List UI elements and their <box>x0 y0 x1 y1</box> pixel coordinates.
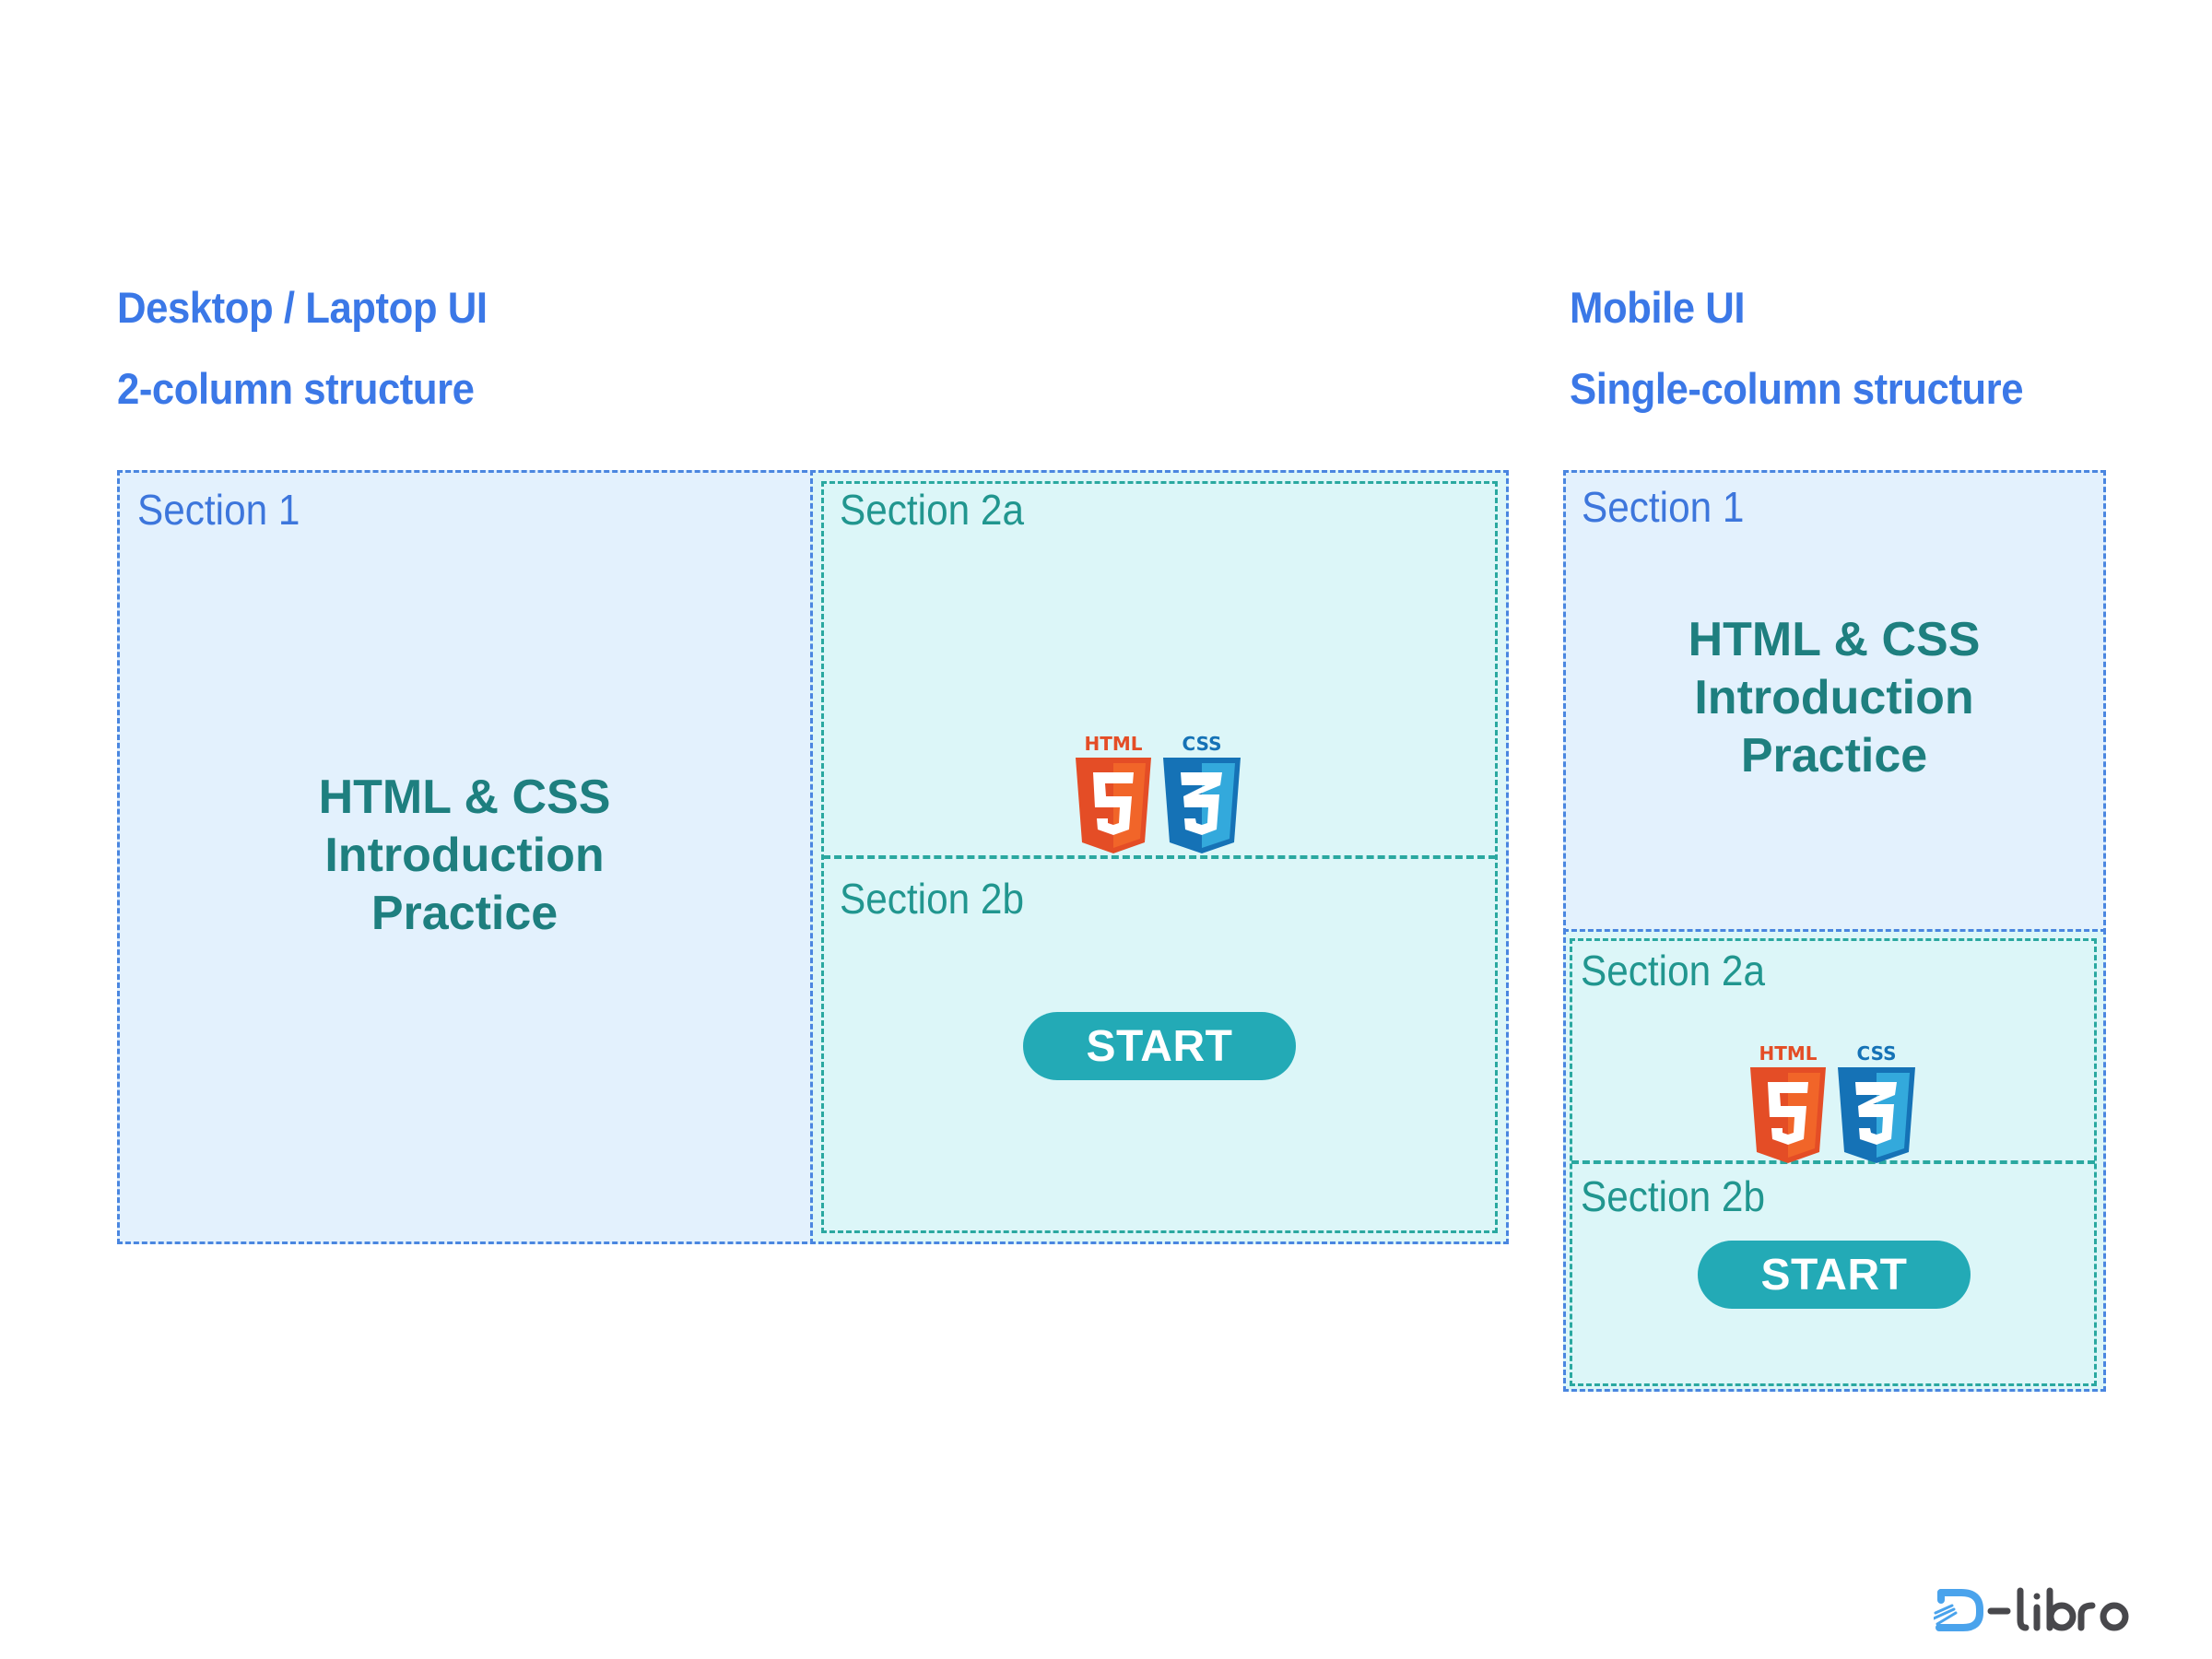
desktop-start-button[interactable]: START <box>1023 1012 1296 1080</box>
css3-shield-icon: CSS <box>1163 733 1241 853</box>
svg-text:CSS: CSS <box>1857 1043 1897 1065</box>
mobile-logos: HTML CSS <box>1747 1042 1919 1165</box>
title-line-3: Practice <box>1740 729 1928 782</box>
dlibro-wordmark <box>1987 1587 2129 1631</box>
title-line-3: Practice <box>371 887 559 940</box>
desktop-heading: Desktop / Laptop UI <box>117 283 488 332</box>
svg-text:HTML: HTML <box>1084 734 1142 755</box>
mobile-section-2-divider <box>1571 1160 2095 1164</box>
desktop-section-2b-label: Section 2b <box>840 875 1024 923</box>
desktop-logos: HTML CSS <box>1073 733 1244 855</box>
title-line-1: HTML & CSS <box>1688 613 1981 666</box>
title-line-1: HTML & CSS <box>318 771 611 824</box>
dlibro-logo: D-libro <box>1932 1585 2134 1633</box>
svg-text:HTML: HTML <box>1759 1043 1817 1065</box>
svg-text:CSS: CSS <box>1182 734 1222 755</box>
html5-shield-icon: HTML <box>1076 733 1151 853</box>
desktop-subheading: 2-column structure <box>117 364 475 413</box>
mobile-section-1 <box>1563 470 2106 934</box>
desktop-section-2a-label: Section 2a <box>840 486 1024 534</box>
desktop-course-title: HTML & CSS Introduction Practice <box>234 769 695 943</box>
dlibro-d-icon <box>1932 1589 1983 1631</box>
desktop-section-1 <box>117 470 816 1244</box>
css3-shield-icon: CSS <box>1838 1042 1915 1163</box>
title-line-2: Introduction <box>1694 671 1974 724</box>
mobile-course-title: HTML & CSS Introduction Practice <box>1604 611 2065 785</box>
mobile-heading: Mobile UI <box>1570 283 1746 332</box>
brand-text: D-libro <box>2133 1585 2134 1586</box>
mobile-subheading: Single-column structure <box>1570 364 2024 413</box>
mobile-start-button[interactable]: START <box>1698 1241 1971 1309</box>
desktop-section-2-divider <box>823 855 1496 859</box>
desktop-section-1-label: Section 1 <box>137 486 300 534</box>
mobile-section-2b-label: Section 2b <box>1581 1172 1765 1220</box>
mobile-section-2a-label: Section 2a <box>1581 947 1765 994</box>
html5-shield-icon: HTML <box>1750 1042 1826 1163</box>
mobile-section-1-label: Section 1 <box>1582 483 1745 531</box>
title-line-2: Introduction <box>324 829 605 882</box>
